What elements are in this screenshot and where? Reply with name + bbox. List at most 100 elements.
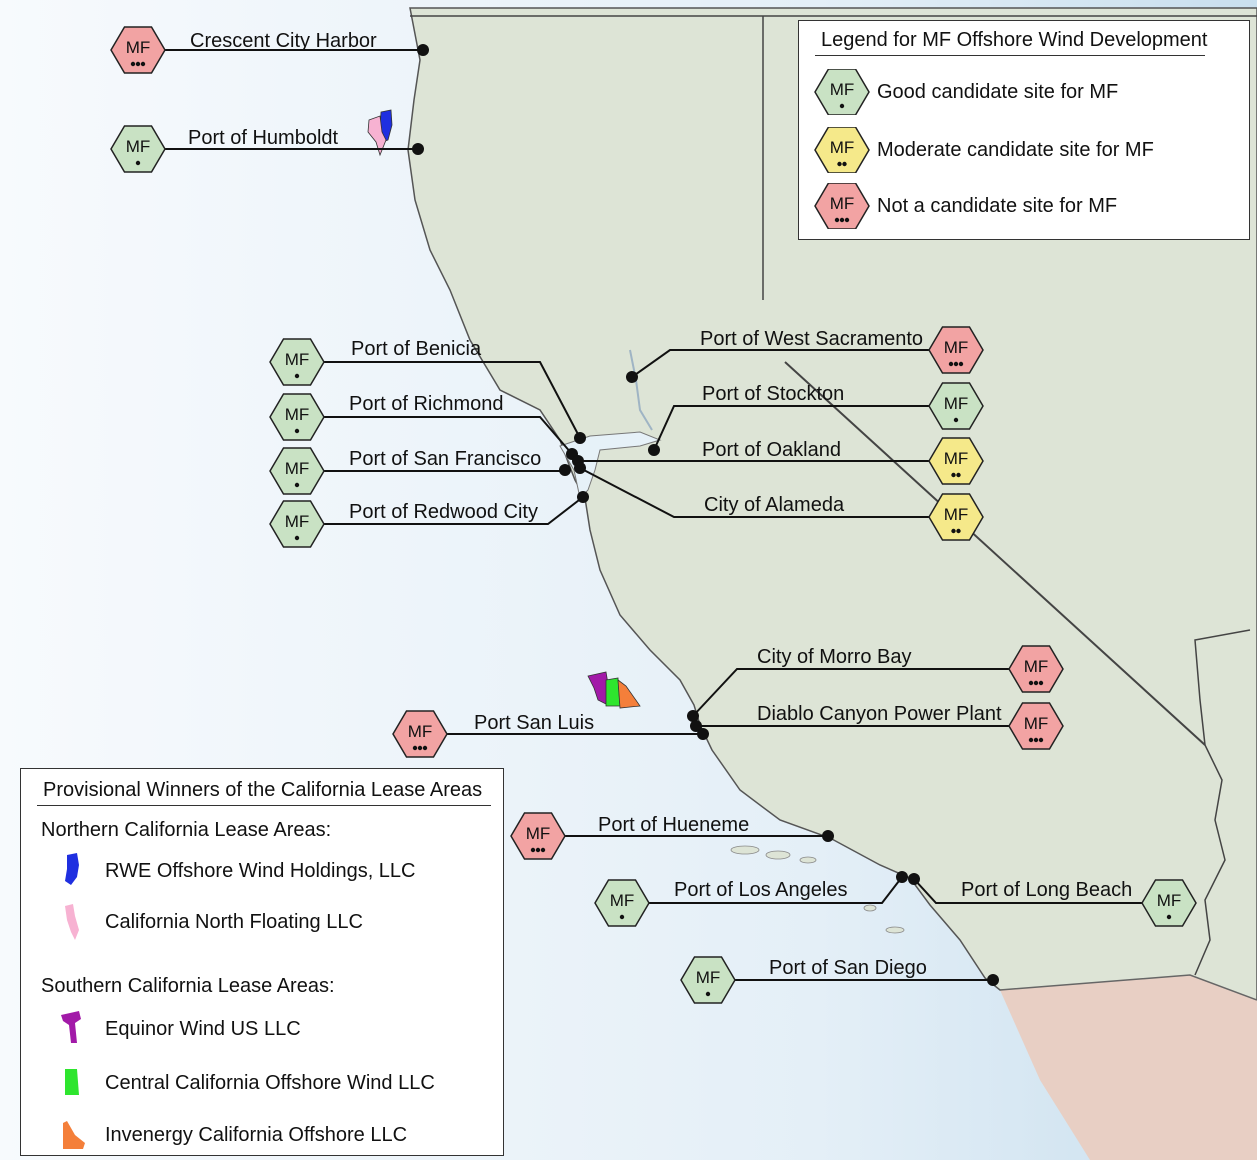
port-of-long-beach-marker[interactable]: MF	[1141, 879, 1197, 927]
rating-dot-icon	[1038, 737, 1044, 743]
mf-hex-label: MF	[126, 137, 151, 156]
port-of-humboldt-location-dot[interactable]	[412, 143, 424, 155]
rating-dot-icon	[953, 361, 959, 367]
city-of-morro-bay-label: City of Morro Bay	[757, 646, 911, 668]
port-of-los-angeles-location-dot[interactable]	[896, 871, 908, 883]
lease-item-invenergy: Invenergy California Offshore LLC	[57, 1115, 407, 1155]
city-of-alameda-marker[interactable]: MF	[928, 493, 984, 541]
lease-label-equinor: Equinor Wind US LLC	[105, 1017, 301, 1040]
rating-dot-icon	[294, 535, 300, 541]
rating-dot-icon	[951, 528, 956, 534]
port-of-san-francisco-marker[interactable]: MF	[269, 447, 325, 495]
city-of-morro-bay-location-dot[interactable]	[687, 710, 699, 722]
rating-dot-icon	[294, 373, 300, 379]
rating-dot-icon	[535, 847, 541, 853]
diablo-canyon-power-plant-label: Diablo Canyon Power Plant	[757, 703, 1002, 725]
crescent-city-harbor-marker[interactable]: MF	[110, 26, 166, 74]
equinor-swatch-icon	[61, 1011, 81, 1043]
mf-hex-label: MF	[830, 80, 855, 99]
rating-dot-icon	[530, 847, 536, 853]
diablo-canyon-power-plant-marker[interactable]: MF	[1008, 702, 1064, 750]
mf-hexagon-icon	[269, 338, 325, 386]
rating-dot-icon	[953, 417, 959, 423]
port-of-san-diego-marker[interactable]: MF	[680, 956, 736, 1004]
rating-dot-icon	[948, 361, 954, 367]
port-of-hueneme-location-dot[interactable]	[822, 830, 834, 842]
mf-hexagon-icon	[594, 879, 650, 927]
rating-dot-icon	[1028, 680, 1034, 686]
mf-hex-label: MF	[1157, 891, 1182, 910]
mf-hexagon-icon	[1008, 645, 1064, 693]
rating-dot-icon	[1028, 737, 1034, 743]
port-san-luis-location-dot[interactable]	[697, 728, 709, 740]
port-of-stockton-marker[interactable]: MF	[928, 382, 984, 430]
port-of-benicia-marker[interactable]: MF	[269, 338, 325, 386]
mf-hex-label: MF	[285, 459, 310, 478]
port-of-san-diego-label: Port of San Diego	[769, 957, 927, 979]
land-mexico	[1000, 975, 1257, 1160]
port-of-stockton-label: Port of Stockton	[702, 383, 844, 405]
port-of-san-diego-location-dot[interactable]	[987, 974, 999, 986]
port-of-humboldt-marker[interactable]: MF	[110, 125, 166, 173]
port-of-hueneme-marker[interactable]: MF	[510, 812, 566, 860]
mf-legend: Legend for MF Offshore Wind Development …	[798, 20, 1250, 240]
mf-hex-moderate-icon: MF	[814, 127, 870, 173]
rating-dot-icon	[705, 991, 711, 997]
mf-hex-label: MF	[408, 722, 433, 741]
port-of-long-beach-label: Port of Long Beach	[961, 879, 1132, 901]
rating-dot-icon	[839, 217, 845, 223]
city-of-morro-bay-marker[interactable]: MF	[1008, 645, 1064, 693]
mf-hexagon-icon	[110, 26, 166, 74]
port-of-redwood-city-marker[interactable]: MF	[269, 500, 325, 548]
city-of-alameda-label: City of Alameda	[704, 494, 845, 516]
port-of-benicia-location-dot[interactable]	[574, 432, 586, 444]
mf-hex-label: MF	[1024, 714, 1049, 733]
northern-heading: Northern California Lease Areas:	[41, 819, 332, 841]
port-of-richmond-marker[interactable]: MF	[269, 393, 325, 441]
lease-item-rwe: RWE Offshore Wind Holdings, LLC	[57, 851, 416, 891]
port-of-redwood-city-label: Port of Redwood City	[349, 501, 538, 523]
port-san-luis-marker[interactable]: MF	[392, 710, 448, 758]
port-of-long-beach-location-dot[interactable]	[908, 873, 920, 885]
port-of-west-sacramento-connector	[631, 349, 929, 378]
port-of-los-angeles-connector	[649, 876, 903, 904]
port-of-redwood-city-connector	[324, 496, 584, 525]
diablo-canyon-power-plant-location-dot[interactable]	[690, 720, 702, 732]
port-of-redwood-city-location-dot[interactable]	[577, 491, 589, 503]
mf-legend-label-not: Not a candidate site for MF	[877, 194, 1118, 217]
mexico-border	[999, 974, 1257, 1001]
port-of-west-sacramento-label: Port of West Sacramento	[700, 328, 923, 350]
lease-legend-rule	[37, 805, 491, 806]
rating-dot-icon	[839, 103, 845, 109]
rating-dot-icon	[412, 745, 418, 751]
nevada-border-diagonal	[784, 361, 1206, 746]
city-of-alameda-location-dot[interactable]	[574, 462, 586, 474]
sf-bay	[559, 431, 662, 500]
mf-hex-good-icon: MF	[814, 69, 870, 115]
city-of-morro-bay-connector	[692, 668, 1009, 717]
mf-hex-label: MF	[944, 394, 969, 413]
port-of-san-francisco-location-dot[interactable]	[559, 464, 571, 476]
mf-hexagon-icon	[269, 447, 325, 495]
port-of-stockton-location-dot[interactable]	[648, 444, 660, 456]
port-of-stockton-connector	[653, 405, 929, 451]
rating-dot-icon	[619, 914, 625, 920]
port-of-benicia-connector	[324, 361, 581, 439]
port-of-west-sacramento-location-dot[interactable]	[626, 371, 638, 383]
mf-hexagon-icon	[269, 393, 325, 441]
mf-hex-label: MF	[610, 891, 635, 910]
mf-hexagon-icon	[928, 326, 984, 374]
delta-waterway	[629, 349, 653, 431]
port-of-west-sacramento-marker[interactable]: MF	[928, 326, 984, 374]
mf-legend-item-moderate: MF Moderate candidate site for MF	[813, 127, 1154, 173]
rating-dot-icon	[540, 847, 546, 853]
rating-dot-icon	[294, 428, 300, 434]
crescent-city-harbor-location-dot[interactable]	[417, 44, 429, 56]
rating-dot-icon	[417, 745, 423, 751]
rating-dot-icon	[951, 472, 956, 478]
mf-hex-label: MF	[1024, 657, 1049, 676]
port-of-los-angeles-marker[interactable]: MF	[594, 879, 650, 927]
port-of-oakland-marker[interactable]: MF	[928, 437, 984, 485]
invenergy-swatch-icon	[63, 1121, 85, 1149]
